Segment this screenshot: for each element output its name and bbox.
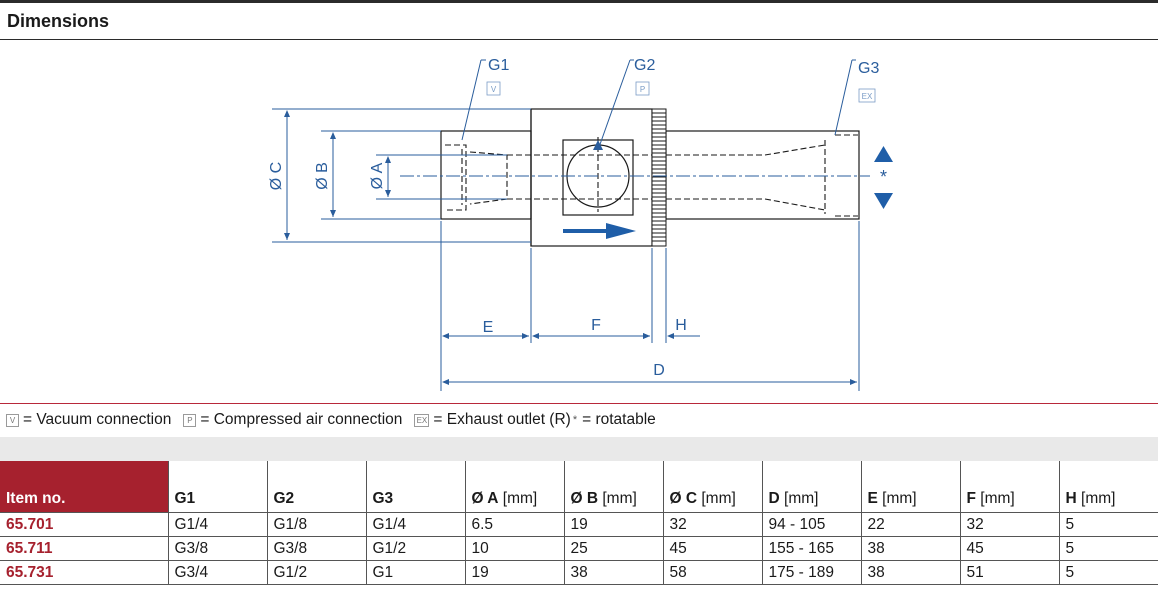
ejector-body [440, 108, 860, 247]
table-cell: 5 [1059, 560, 1158, 585]
table-cell: 94 - 105 [762, 512, 862, 537]
table-cell: 38 [564, 560, 664, 585]
table-header-row: Item no. G1 G2 G3 Ø A [mm] Ø B [mm] Ø C … [0, 461, 1158, 513]
table-cell: 155 - 165 [762, 536, 862, 561]
header-f: F [mm] [960, 461, 1060, 513]
f-label: F [591, 317, 601, 334]
box-p-label: P [640, 85, 645, 94]
center-block [530, 108, 653, 247]
rotatable-mark: * [880, 167, 887, 187]
table-row: 65.701 G1/4 G1/8 G1/4 6.5 19 32 94 - 105… [0, 512, 1158, 537]
rotatable-arrows [874, 146, 893, 209]
h-label: H [675, 317, 687, 334]
table-cell: G1 [366, 560, 466, 585]
box-v-label: V [491, 85, 497, 94]
table-cell: G1/8 [267, 512, 367, 537]
dia-b-label: Ø B [314, 162, 331, 190]
table-cell: G1/2 [366, 536, 466, 561]
vacuum-icon: V [6, 413, 19, 427]
leader-lines [461, 59, 856, 151]
dimensions-table: Item no. G1 G2 G3 Ø A [mm] Ø B [mm] Ø C … [0, 461, 1158, 585]
flow-arrow [563, 223, 636, 239]
table-cell: G3/8 [267, 536, 367, 561]
exhaust-icon: EX [414, 413, 430, 427]
dia-a-label: Ø A [369, 162, 386, 189]
d-label: D [653, 362, 665, 379]
header-g3: G3 [366, 461, 466, 513]
g2-label: G2 [634, 57, 655, 74]
table-cell: 32 [960, 512, 1060, 537]
table-cell: 38 [861, 560, 961, 585]
header-g2: G2 [267, 461, 367, 513]
title-rule [0, 39, 1158, 40]
item-number: 65.731 [0, 560, 169, 585]
table-cell: 5 [1059, 512, 1158, 537]
header-h: H [mm] [1059, 461, 1158, 513]
table-cell: 6.5 [465, 512, 565, 537]
length-dimensions [440, 221, 860, 391]
inlet-tube [440, 130, 532, 220]
legend-vacuum-text: = Vacuum connection [23, 411, 172, 428]
table-cell: 51 [960, 560, 1060, 585]
table-cell: 22 [861, 512, 961, 537]
legend-compressed-air-text: = Compressed air connection [200, 411, 403, 428]
table-cell: G3/8 [168, 536, 268, 561]
table-cell: G1/2 [267, 560, 367, 585]
dia-c-label: Ø C [268, 162, 285, 190]
item-number: 65.701 [0, 512, 169, 537]
header-e: E [mm] [861, 461, 961, 513]
dimension-drawing: * G1 G2 G3 V P EX Ø C Ø B Ø A [268, 57, 893, 391]
table-cell: 32 [663, 512, 763, 537]
table-cell: 58 [663, 560, 763, 585]
table-cell: 5 [1059, 536, 1158, 561]
rotatable-icon: * [572, 414, 578, 426]
table-cell: G1/4 [366, 512, 466, 537]
e-label: E [483, 319, 494, 336]
connection-boxes [486, 81, 876, 103]
table-cell: 10 [465, 536, 565, 561]
knurled-ring [651, 108, 667, 247]
legend-rotatable-text: = rotatable [582, 411, 656, 428]
legend-exhaust-text: = Exhaust outlet (R) [433, 411, 571, 428]
table-cell: 45 [663, 536, 763, 561]
item-number: 65.711 [0, 536, 169, 561]
table-cell: 175 - 189 [762, 560, 862, 585]
table-cell: 19 [564, 512, 664, 537]
compressed-air-icon: P [183, 413, 197, 427]
table-row: 65.731 G3/4 G1/2 G1 19 38 58 175 - 189 3… [0, 560, 1158, 585]
header-dia-b: Ø B [mm] [564, 461, 664, 513]
header-dia-c: Ø C [mm] [663, 461, 763, 513]
table-cell: 19 [465, 560, 565, 585]
box-ex-label: EX [862, 92, 873, 101]
g3-label: G3 [858, 60, 879, 77]
section-title: Dimensions [7, 11, 110, 31]
table-cell: 38 [861, 536, 961, 561]
table-cell: G3/4 [168, 560, 268, 585]
top-rule [0, 0, 1158, 3]
header-d: D [mm] [762, 461, 862, 513]
legend: V = Vacuum connection P = Compressed air… [6, 411, 656, 429]
header-dia-a: Ø A [mm] [465, 461, 565, 513]
outlet-tube [665, 130, 860, 220]
header-item-no: Item no. [0, 461, 169, 513]
table-cell: 25 [564, 536, 664, 561]
table-cell: G1/4 [168, 512, 268, 537]
g1-label: G1 [488, 57, 509, 74]
header-g1: G1 [168, 461, 268, 513]
table-header-band [0, 437, 1158, 461]
table-cell: 45 [960, 536, 1060, 561]
table-row: 65.711 G3/8 G3/8 G1/2 10 25 45 155 - 165… [0, 536, 1158, 561]
diameter-dimensions [272, 108, 531, 243]
legend-rule [0, 403, 1158, 404]
g2-leader-arrow [593, 140, 603, 150]
hidden-lines [445, 134, 858, 217]
